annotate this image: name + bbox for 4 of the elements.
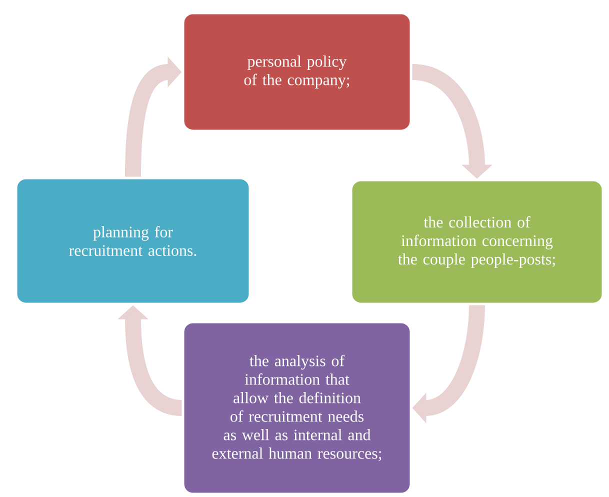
process-box: the analysis of information that allow the definition of recruitment needs as well as internal and external human resources; — [182, 320, 412, 496]
process-box: the collection of information concerning the couple people-posts; — [350, 178, 604, 306]
process-box: planning for recruitment actions. — [14, 176, 252, 306]
process-box: personal policy of the company; — [182, 12, 412, 132]
